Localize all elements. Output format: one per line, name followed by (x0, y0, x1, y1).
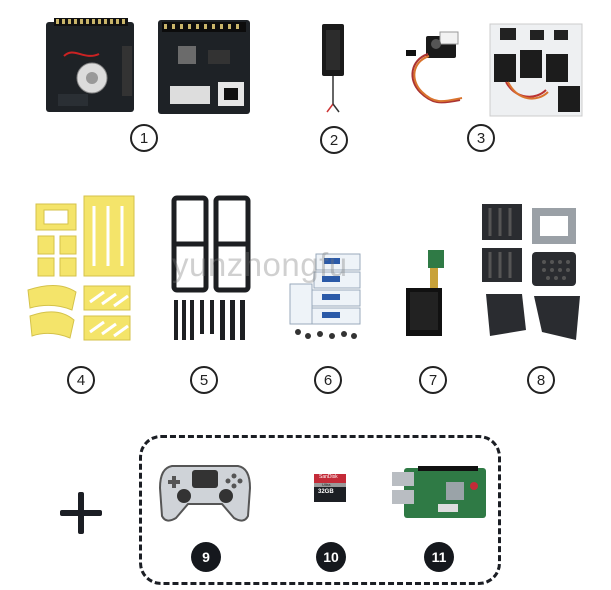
item-number-3: 3 (467, 124, 495, 152)
screw-bags (286, 250, 368, 350)
item-number-9: 9 (191, 542, 221, 572)
expansion-board-components (156, 16, 252, 116)
item-number-5: 5 (190, 366, 218, 394)
raspberry-pi-board (390, 462, 490, 522)
black-case-parts (476, 200, 584, 346)
expansion-board-with-fan (44, 16, 136, 116)
item-number-1: 1 (130, 124, 158, 152)
yellow-printed-parts (22, 192, 138, 352)
item-number-7: 7 (419, 366, 447, 394)
fan-module (318, 22, 348, 118)
watermark: yunzhongfu (172, 246, 348, 283)
item-number-10: 10 (316, 542, 346, 572)
item-number-6: 6 (314, 366, 342, 394)
carbon-fiber-frame (160, 192, 260, 352)
sd-card-line: Ultra (322, 482, 331, 487)
item-number-11: 11 (424, 542, 454, 572)
plus-icon (60, 492, 102, 534)
sd-card-brand: SanDisk (319, 474, 338, 480)
servo-pack (486, 20, 586, 120)
game-controller (158, 458, 252, 524)
item-number-4: 4 (67, 366, 95, 394)
sd-card-capacity: 32GB (318, 489, 334, 495)
sd-card: SanDisk Ultra 32GB (310, 472, 350, 504)
accessories-box (139, 435, 501, 585)
servo-motor (400, 30, 472, 110)
item-number-8: 8 (527, 366, 555, 394)
item-number-2: 2 (320, 126, 348, 154)
lcd-display-module (400, 248, 450, 340)
